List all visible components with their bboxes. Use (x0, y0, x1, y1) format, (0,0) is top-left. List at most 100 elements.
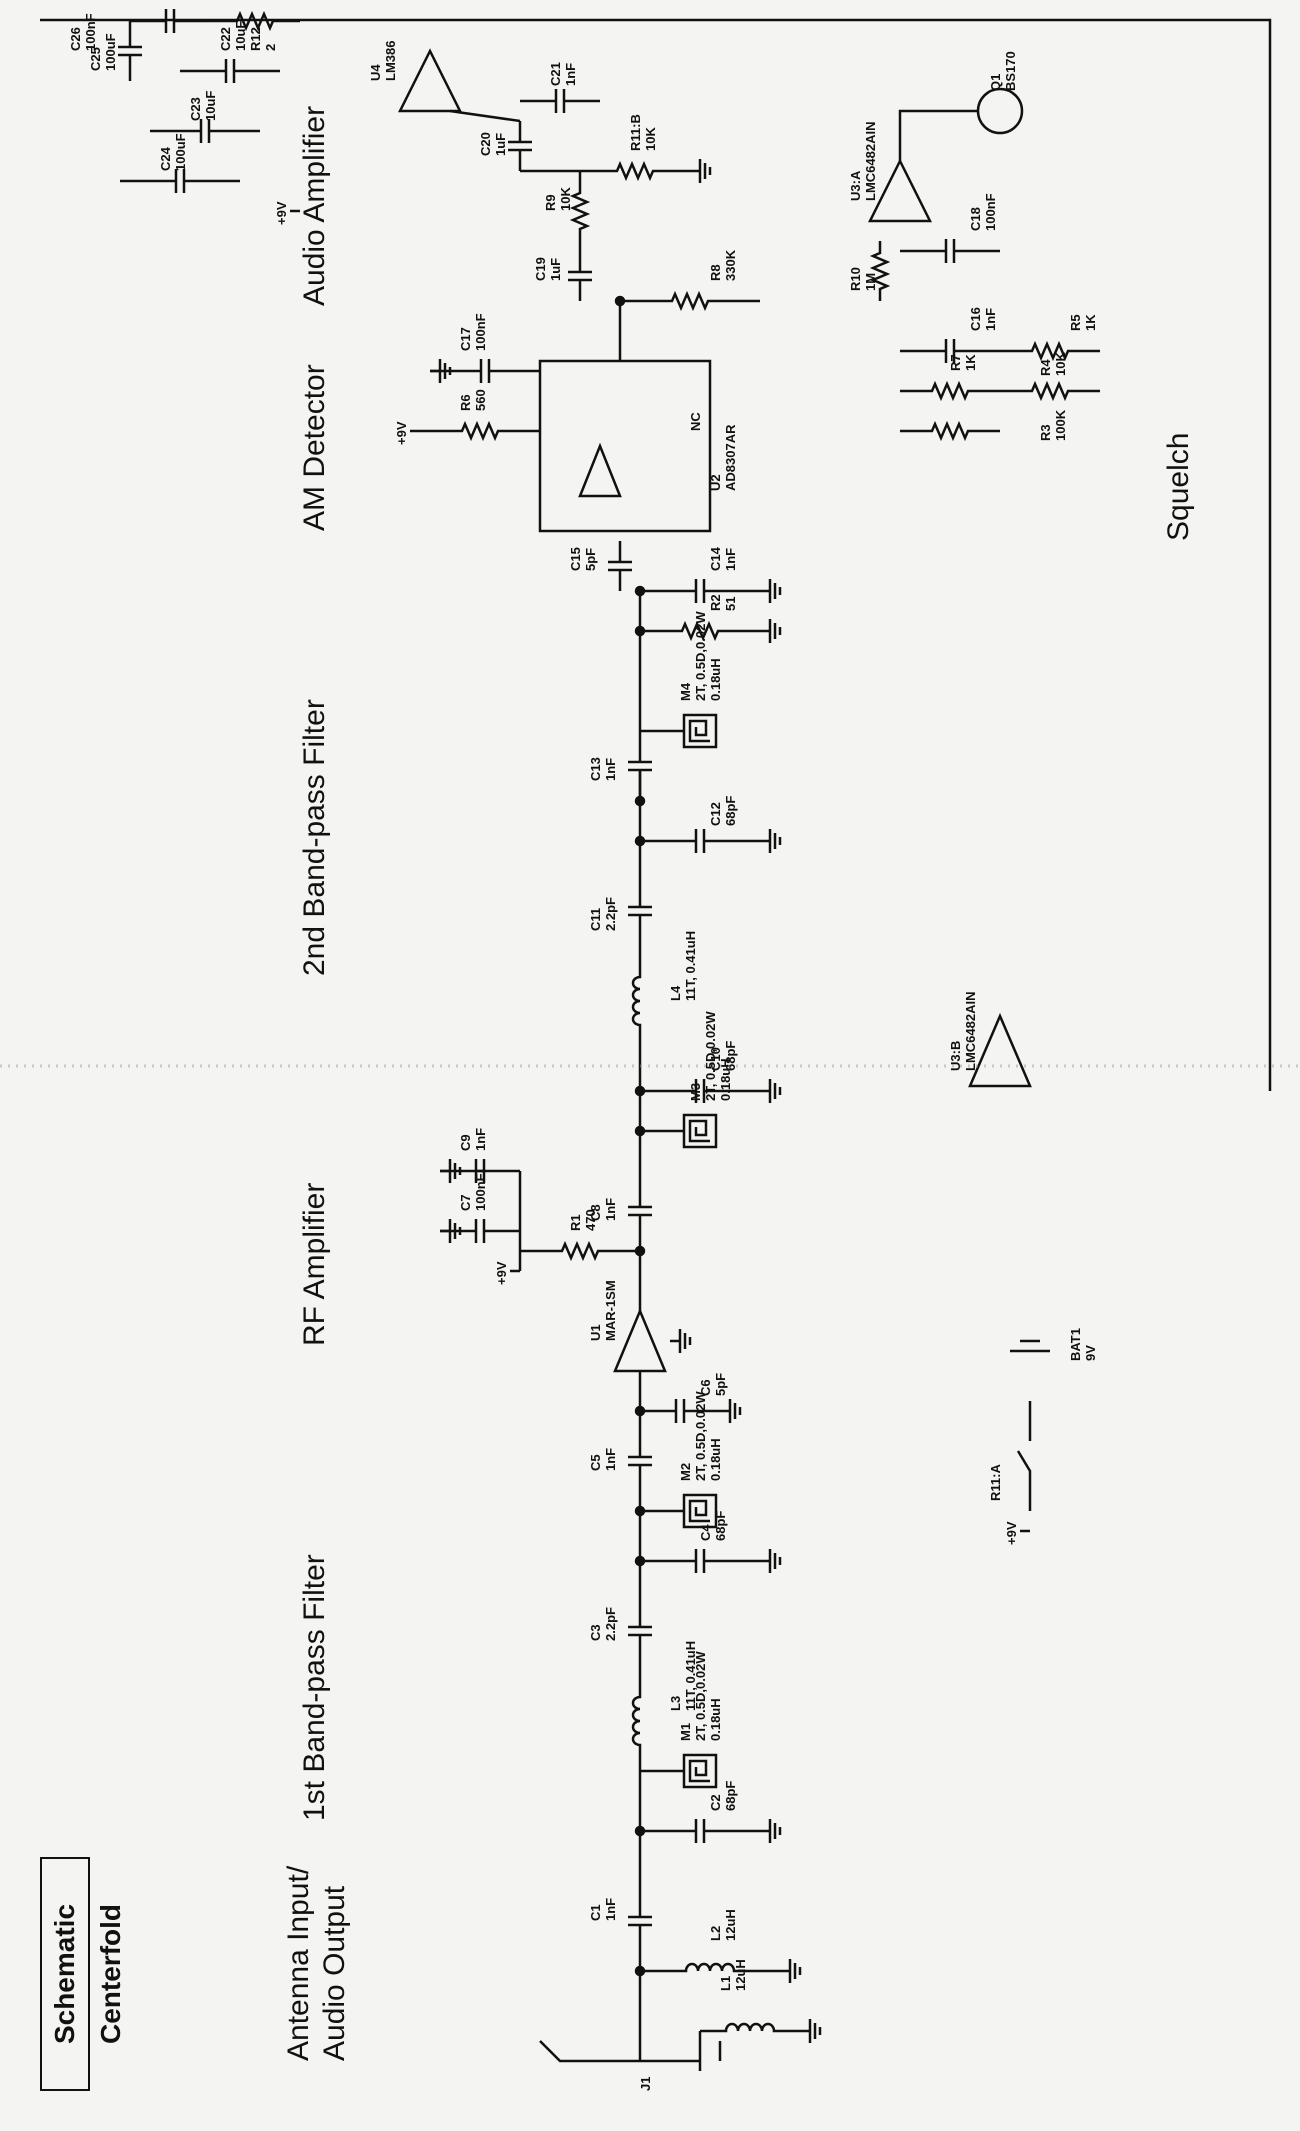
label-c5-line2: 1nF (603, 1448, 618, 1471)
capacitor-c6 (674, 1399, 686, 1423)
label-c14-line2: 1nF (723, 548, 738, 571)
resistor-r8 (620, 290, 760, 312)
inductor-l4 (631, 951, 642, 1051)
label-c22-line2: 10uF (233, 21, 248, 51)
label-c26-line2: 100nF (83, 13, 98, 51)
label-u2-line1: U2 (708, 474, 723, 491)
inductor-l2 (640, 1962, 780, 1973)
label-m1-line1: M1 (678, 1723, 693, 1741)
supply-r6-label: +9V (394, 421, 409, 445)
capacitor-c20 (508, 140, 532, 152)
label-c19-line1: C19 (533, 257, 548, 281)
label-c11-line2: 2.2pF (603, 897, 618, 931)
label-c17-line2: 100nF (473, 313, 488, 351)
label-c14-line1: C14 (708, 546, 723, 571)
label-r11b-line2: 10K (643, 127, 658, 151)
label-c9-line1: C9 (458, 1134, 473, 1151)
label-c12-line2: 68pF (723, 796, 738, 826)
label-u3b-line2: LMC6482AIN (963, 992, 978, 1071)
label-r9-line1: R9 (543, 194, 558, 211)
label-m3-line3: 0.18uH (718, 1058, 733, 1101)
label-r2-line2: 51 (723, 597, 738, 611)
label-c3-line1: C3 (588, 1624, 603, 1641)
label-c15-line2: 5pF (583, 548, 598, 571)
capacitor-c1 (628, 1915, 652, 1927)
resistor-r10 (869, 241, 891, 301)
capacitor-c14 (694, 579, 706, 603)
label-r10-line2: 1M (863, 273, 878, 291)
capacitor-c18 (944, 239, 956, 263)
label-u3a-line2: LMC6482AIN (863, 122, 878, 201)
label-c16-line2: 1nF (983, 308, 998, 331)
label-c22-line1: C22 (218, 27, 233, 51)
label-c17-line1: C17 (458, 327, 473, 351)
label-c10-line2: 68pF (723, 1041, 738, 1071)
label-c7-line1: C7 (458, 1194, 473, 1211)
label-r4-line2: 10K (1053, 352, 1068, 376)
potentiometer-r11b (580, 160, 690, 182)
ground-symbol (720, 1399, 742, 1423)
capacitor-c16 (944, 339, 956, 363)
label-c19-line2: 1uF (548, 258, 563, 281)
label-c24-line2: 100uF (173, 133, 188, 171)
label-c10-line1: C10 (708, 1047, 723, 1071)
resistor-r1 (520, 1240, 640, 1262)
stripline-m2 (682, 1493, 718, 1529)
label-r3-line1: R3 (1038, 424, 1053, 441)
label-c25-line1: C25 (88, 47, 103, 71)
comparator-u3a (867, 158, 933, 223)
label-c8-line1: C8 (588, 1204, 603, 1221)
component-symbols (118, 9, 1100, 2071)
label-r7-line1: R7 (948, 354, 963, 371)
inductor-l3 (631, 1671, 642, 1771)
label-m2-line3: 0.18uH (708, 1438, 723, 1481)
audio-amp-u4 (397, 48, 463, 113)
label-r11a: R11:A (988, 1464, 1003, 1501)
label-c7-line2: 100nF (473, 1173, 488, 1211)
wire (449, 109, 521, 123)
ground-symbol (760, 619, 782, 643)
label-u3b-line1: U3:B (948, 1041, 963, 1071)
squelch-bus (40, 18, 1272, 1091)
capacitor-c23 (199, 119, 211, 143)
resistor-r3 (900, 420, 1000, 442)
label-c25-line2: 100uF (103, 33, 118, 71)
capacitor-c15 (608, 560, 632, 572)
label-u3a-line1: U3:A (848, 170, 863, 201)
label-u2-line2: AD8307AR (723, 424, 738, 491)
label-c12-line1: C12 (708, 802, 723, 826)
label-m1-line3: 0.18uH (708, 1698, 723, 1741)
capacitor-c3 (628, 1625, 652, 1637)
label-l4-line1: L4 (668, 985, 683, 1001)
amplifier-u1 (613, 1307, 667, 1373)
label-c8-line2: 1nF (603, 1198, 618, 1221)
resistor-r5 (1000, 340, 1100, 362)
label-c2-line1: C2 (708, 1794, 723, 1811)
antenna-feed (539, 2040, 700, 2063)
label-r8-line2: 330K (723, 249, 738, 281)
label-m2-line2: 2T, 0.5D,0.02W (693, 1391, 708, 1481)
label-u4-line2: LM386 (383, 41, 398, 81)
label-u1-line1: U1 (588, 1324, 603, 1341)
label-c24-line1: C24 (158, 146, 173, 171)
label-c1-line1: C1 (588, 1904, 603, 1921)
label-c20-line2: 1uF (493, 133, 508, 156)
capacitor-c10 (694, 1079, 706, 1103)
label-c11-line1: C11 (588, 908, 603, 931)
label-m3-line1: M3 (688, 1083, 703, 1101)
label-l3-line2: 11T, 0.41uH (683, 1641, 698, 1711)
label-nc: NC (688, 412, 703, 431)
label-r12-line1: R12 (248, 27, 263, 51)
label-l1-line2: 12uH (733, 1959, 748, 1991)
label-r12-line2: 2 (263, 44, 278, 51)
capacitor-c13 (628, 760, 652, 772)
label-j1: J1 (638, 2077, 653, 2091)
stripline-m3-trace (688, 1119, 710, 1143)
capacitor-c5 (628, 1455, 652, 1467)
label-l4-line2: 11T, 0.41uH (683, 931, 698, 1001)
label-c6-line2: 5pF (713, 1373, 728, 1396)
label-r11b-line1: R11:B (628, 114, 643, 151)
label-m4-line1: M4 (678, 682, 693, 701)
